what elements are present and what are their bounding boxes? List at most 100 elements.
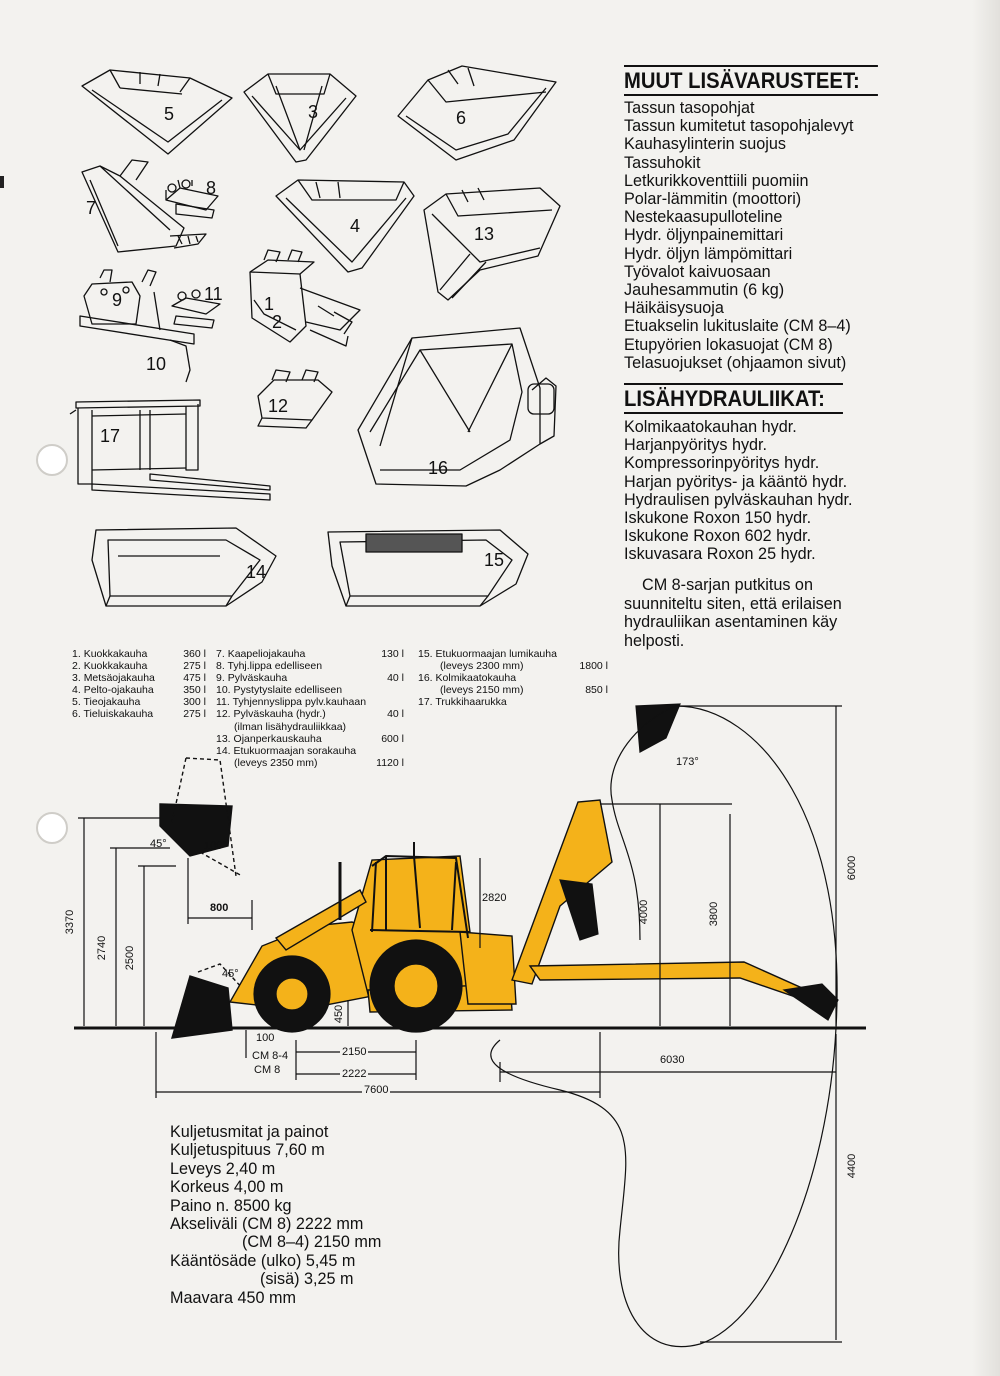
transport-specs: Kuljetusmitat ja painot Kuljetuspituus 7… — [170, 1123, 381, 1307]
dig-envelope-curve — [490, 705, 838, 1348]
lowered-front-bucket — [171, 963, 245, 1039]
heading-rule-bottom — [624, 412, 844, 414]
dim-4400: 4400 — [846, 1153, 859, 1179]
attachment-number-9: 9 — [112, 290, 123, 310]
dim-100: 100 — [256, 1032, 275, 1044]
list-item: Iskukone Roxon 150 hydr. — [624, 509, 812, 528]
attachment-number-2: 2 — [272, 312, 283, 332]
piping-paragraph: CM 8-sarjan putkitus on suunniteltu site… — [624, 576, 874, 650]
caption-row: 8. Tyhj.lippa edelliseen — [216, 660, 323, 673]
list-item: Kompressorinpyöritys hydr. — [624, 454, 820, 473]
snow-bucket-15-drawing — [327, 529, 529, 607]
caption-column-3: 15. Etukuormaajan lumikauha (leveys 2300… — [418, 648, 608, 708]
list-item: Kolmikaatokauhan hydr. — [624, 418, 797, 436]
dim-2222: 2222 — [340, 1068, 369, 1080]
accessories-list: Tassun tasopohjat Tassun kumitetut tasop… — [624, 99, 853, 372]
lip-11-drawing — [171, 289, 221, 329]
heading-rule-top — [624, 65, 879, 67]
angle-45-bottom: 45° — [222, 968, 239, 980]
caption-row: 11. Tyhjennyslippa pylv.kauhaan — [216, 696, 367, 709]
caption-row: 15. Etukuormaajan lumikauha — [418, 648, 557, 660]
spec-line: Kuljetuspituus 7,60 m — [170, 1141, 325, 1160]
list-item: Iskukone Roxon 602 hydr. — [624, 527, 812, 546]
bucket-3-drawing — [243, 73, 357, 163]
punch-hole-bottom — [36, 812, 68, 844]
heading-rule-bottom — [624, 94, 879, 96]
caption-row: 17. Trukkihaarukka — [418, 696, 507, 709]
piping-line: CM 8-sarjan putkitus on — [642, 576, 813, 594]
piping-line: helposti. — [624, 631, 685, 650]
backhoe-bucket-curl — [559, 879, 599, 941]
spec-line: Paino n. 8500 kg — [170, 1196, 292, 1215]
forks-17-drawing — [69, 399, 271, 501]
list-item: Etuakselin lukituslaite (CM 8–4) — [624, 317, 851, 336]
rear-wheel — [369, 939, 463, 1033]
lip-8-drawing — [165, 179, 219, 219]
dim-800: 800 — [210, 902, 229, 914]
boom-swing-curve — [610, 705, 677, 941]
attachment-number-3: 3 — [308, 102, 319, 122]
attachment-number-11: 11 — [204, 284, 223, 304]
list-item: Tassun kumitetut tasopohjalevyt — [624, 117, 854, 136]
spec-line: Kääntösäde (ulko) 5,45 m — [170, 1251, 356, 1270]
raised-front-bucket — [159, 757, 243, 877]
list-item: Iskuvasara Roxon 25 hydr. — [624, 545, 816, 564]
spec-line: Leveys 2,40 m — [170, 1159, 276, 1178]
angle-100: 100° — [204, 840, 227, 852]
buckets-1-2-drawing — [249, 249, 361, 347]
attachment-number-14: 14 — [246, 562, 267, 582]
piping-line: hydrauliikan asentaminen käy — [624, 613, 838, 631]
list-item: Tassun tasopohjat — [624, 99, 755, 117]
spec-line: (CM 8–4) 2150 mm — [170, 1233, 382, 1252]
list-item: Telasuojukset (ohjaamon sivut) — [624, 353, 847, 372]
label-cm-8: CM 8 — [254, 1064, 281, 1076]
list-item: Tassuhokit — [624, 153, 701, 172]
attachment-number-10: 10 — [146, 354, 167, 374]
spec-line: Kuljetusmitat ja painot — [170, 1123, 329, 1141]
dim-2150: 2150 — [340, 1046, 369, 1058]
dim-6030: 6030 — [660, 1054, 685, 1066]
three-way-bucket-16-drawing — [357, 327, 557, 487]
list-item: Polar-lämmitin (moottori) — [624, 190, 802, 209]
accessories-heading: MUUT LISÄVARUSTEET: — [624, 65, 879, 96]
heading-rule-top — [624, 383, 844, 385]
front-wheel — [253, 955, 331, 1033]
bucket-5-drawing — [81, 69, 233, 155]
dim-2740: 2740 — [96, 935, 109, 961]
caption-row: (ilman lisähydrauliikkaa) — [234, 720, 347, 733]
bucket-13-drawing — [423, 187, 561, 301]
hydraulics-heading: LISÄHYDRAULIIKAT: — [624, 383, 844, 414]
backhoe-bucket-ground — [782, 983, 839, 1021]
attachment-number-12: 12 — [268, 396, 289, 416]
list-item: Hydr. öljyn lämpömittari — [624, 244, 793, 263]
hydraulics-list: Kolmikaatokauhan hydr. Harjanpyöritys hy… — [624, 418, 853, 564]
list-item: Harjanpyöritys hydr. — [624, 436, 768, 455]
attachment-number-4: 4 — [350, 216, 361, 236]
backhoe-bucket-reach — [635, 703, 681, 753]
list-item: Kauhasylinterin suojus — [624, 135, 786, 154]
cab-frame — [338, 842, 471, 939]
caption-row: 12. Pylväskauha (hydr.)40 l — [216, 708, 404, 721]
angle-173: 173° — [676, 756, 699, 768]
dim-3370: 3370 — [64, 909, 77, 935]
caption-row: (leveys 2150 mm)850 l — [440, 684, 608, 697]
loader-bucket-14-drawing — [91, 527, 277, 607]
angle-45-top: 45° — [150, 838, 167, 850]
attachment-number-13: 13 — [474, 224, 495, 244]
list-item: Etupyörien lokasuojat (CM 8) — [624, 335, 833, 354]
attachment-number-16: 16 — [428, 458, 449, 478]
dim-3800: 3800 — [708, 901, 721, 927]
caption-row: (leveys 2300 mm)1800 l — [440, 660, 608, 673]
spec-line: Maavara 450 mm — [170, 1288, 296, 1307]
attachment-number-1: 1 — [264, 294, 275, 314]
